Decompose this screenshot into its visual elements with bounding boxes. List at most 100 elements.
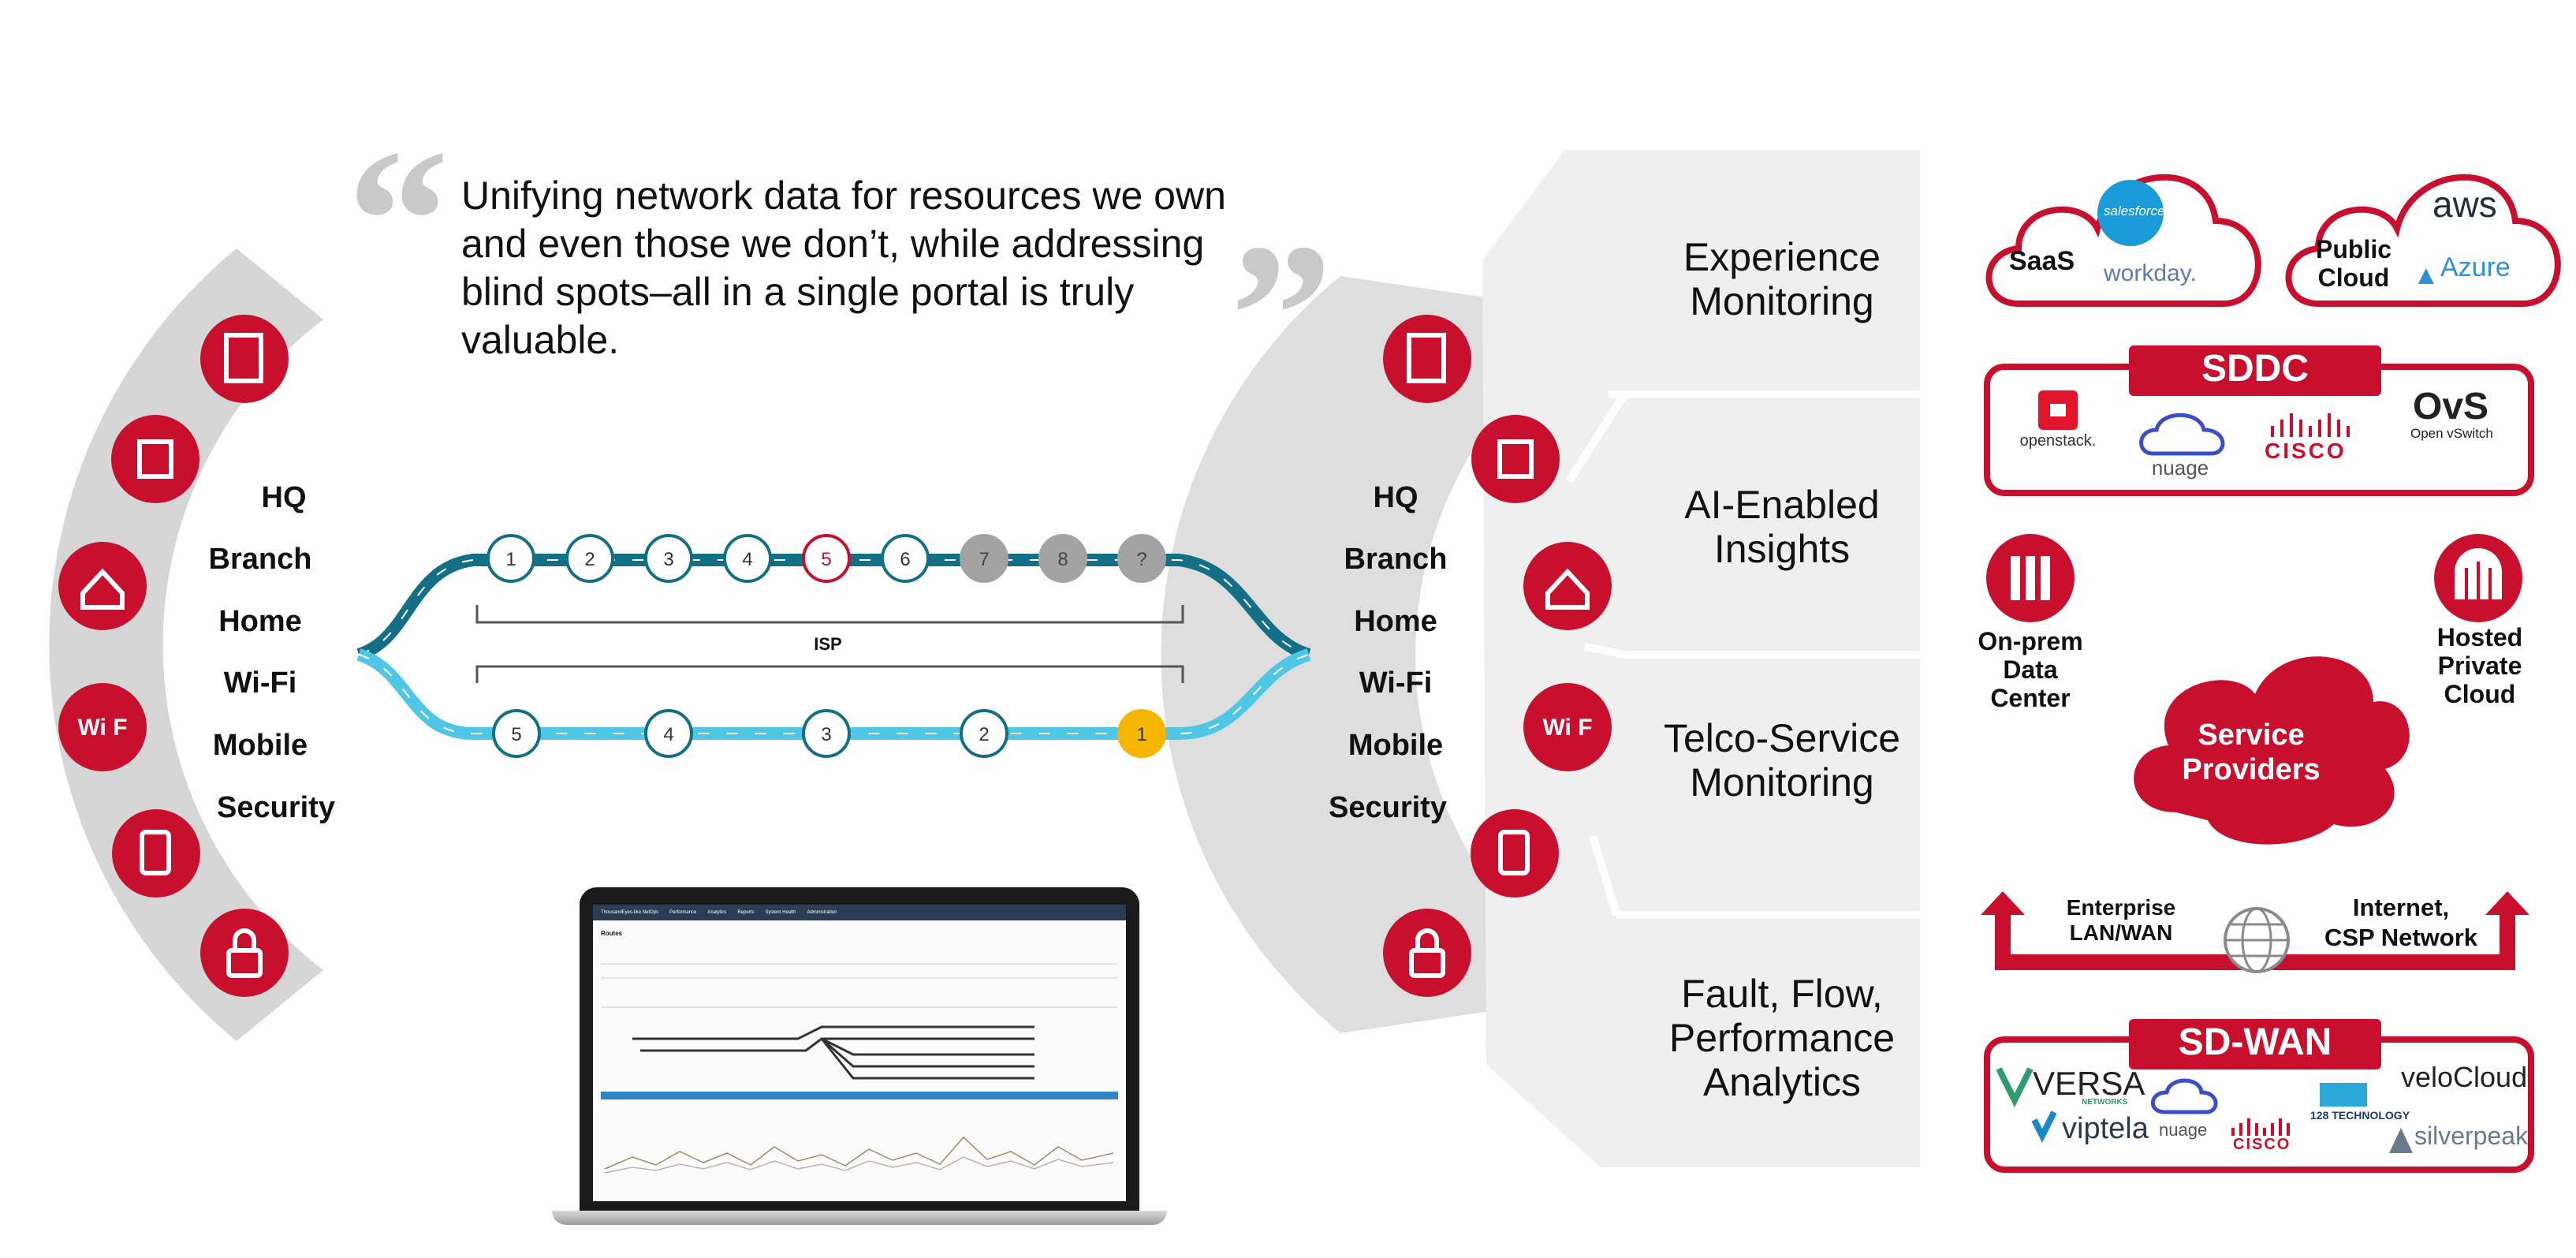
top-hop-node: 1: [486, 534, 535, 583]
internet-label: Internet, CSP Network: [2306, 893, 2496, 953]
top-hop-label: ?: [1136, 549, 1146, 570]
top-hop-label: 7: [979, 549, 989, 570]
nav-item[interactable]: Performance: [669, 910, 697, 915]
building-icon: [200, 315, 289, 403]
versa-subtext: NETWORKS: [2082, 1098, 2128, 1107]
hosted-label: Hosted Private Cloud: [2417, 623, 2543, 708]
saas-label: SaaS: [2009, 246, 2075, 276]
cap-line: AI-Enabled: [1684, 483, 1880, 527]
cap-line: Monitoring: [1690, 760, 1874, 804]
sp-line: Providers: [2182, 753, 2321, 786]
cap-line: Telco-Service: [1663, 716, 1901, 760]
salesforce-logo: [2097, 180, 2164, 246]
app-navbar: ThousandEyes-like NetOps Performance Ana…: [593, 905, 1126, 920]
top-path-dashes: [358, 559, 1310, 655]
bottom-hop-label: 1: [1136, 724, 1146, 745]
quote-line: Unifying network data for resources we o…: [461, 174, 1226, 218]
silverpeak-text: silverpeak: [2414, 1122, 2529, 1150]
capability-telco: Telco-Service Monitoring: [1624, 716, 1940, 804]
public-line: Cloud: [2317, 263, 2390, 292]
top-hop-node: ?: [1117, 534, 1166, 583]
enterprise-line: Enterprise: [2066, 895, 2176, 920]
routes-heading: Routes: [601, 930, 623, 937]
nav-item[interactable]: Administration: [807, 910, 837, 915]
internet-line: Internet,: [2352, 894, 2450, 921]
quote-line: and even those we don’t, while addressin…: [461, 222, 1205, 266]
128-tech-text: 128 TECHNOLOGY: [2310, 1109, 2410, 1122]
viptela-logo: [2031, 1111, 2057, 1143]
site-wifi: Wi-Fi: [223, 666, 297, 700]
top-hop-node: 4: [723, 534, 772, 583]
silverpeak-logo: [2389, 1128, 2413, 1153]
aws-text: aws: [2432, 184, 2497, 225]
workday-text: workday.: [2104, 260, 2197, 286]
top-hop-label: 1: [505, 549, 516, 570]
sddc-title: SDDC: [2201, 348, 2309, 390]
nuage-logo: [2139, 412, 2225, 456]
viptela-text: viptela: [2062, 1112, 2149, 1145]
wifi-icon-right: [1523, 683, 1612, 771]
open-quote-icon: “: [347, 107, 449, 334]
bottom-hop-node: 1: [1117, 709, 1166, 758]
hosted-line: Private: [2437, 651, 2522, 680]
bottom-hop-label: 2: [979, 724, 989, 745]
site-branch: Branch: [208, 543, 312, 576]
public-cloud-label: Public Cloud: [2306, 235, 2401, 292]
sdwan-title: SD-WAN: [2178, 1021, 2332, 1063]
top-hop-node: 8: [1038, 534, 1087, 583]
app-name: ThousandEyes-like NetOps: [601, 910, 659, 915]
cap-line: Monitoring: [1690, 279, 1874, 323]
site-security-right: Security: [1329, 791, 1447, 824]
top-hop-node: 7: [960, 534, 1008, 583]
azure-text: Azure: [2440, 252, 2511, 282]
sp-line: Service: [2198, 719, 2305, 752]
bottom-hop-label: 3: [821, 724, 831, 745]
quote-text: Unifying network data for resources we o…: [461, 172, 1273, 364]
cap-line: Experience: [1683, 235, 1881, 279]
mobile-icon-right: [1471, 809, 1559, 898]
top-hop-label: 4: [742, 549, 752, 570]
nuage-sdwan-logo: [2150, 1078, 2218, 1114]
site-wifi-right: Wi-Fi: [1359, 666, 1433, 700]
cap-line: Performance: [1668, 1016, 1896, 1060]
site-branch-right: Branch: [1344, 543, 1448, 576]
bottom-hop-label: 4: [663, 724, 673, 745]
site-hq-right: HQ: [1373, 481, 1418, 514]
nav-item[interactable]: System Health: [765, 910, 796, 915]
bottom-hop-node: 3: [802, 709, 851, 758]
site-home: Home: [218, 605, 302, 638]
capability-dividers: [1565, 390, 1920, 919]
mobile-icon: [112, 809, 200, 898]
onprem-line: On-prem: [1978, 627, 2083, 655]
nav-item[interactable]: Reports: [737, 910, 755, 915]
onprem-line: Data: [2003, 655, 2058, 684]
internet-line: CSP Network: [2324, 924, 2478, 951]
laptop: ThousandEyes-like NetOps Performance Ana…: [552, 887, 1167, 1234]
enterprise-line: LAN/WAN: [2069, 920, 2173, 945]
sdwan-title-bar: [2129, 1019, 2381, 1069]
branch-building-icon-right: [1471, 415, 1560, 503]
cisco-sdwan-logo: [2231, 1118, 2290, 1136]
top-hop-label: 2: [584, 549, 595, 570]
top-hop-node: 6: [881, 534, 930, 583]
quote-line: valuable.: [461, 318, 620, 362]
nav-item[interactable]: Analytics: [707, 910, 727, 915]
cap-line: Fault, Flow,: [1681, 972, 1883, 1016]
capability-ai: AI-Enabled Insights: [1624, 483, 1940, 571]
hosted-line: Hosted: [2436, 623, 2523, 651]
site-mobile: Mobile: [212, 729, 308, 762]
capability-fault: Fault, Flow, Performance Analytics: [1624, 972, 1940, 1104]
salesforce-text: salesforce: [2104, 203, 2165, 218]
ovs-subtext: Open vSwitch: [2410, 426, 2493, 441]
quote-line: blind spots–all in a single portal is tr…: [461, 270, 1135, 314]
top-hop-label: 5: [821, 549, 831, 570]
top-hop-label: 3: [663, 549, 673, 570]
isp-bracket-bottom: [475, 665, 1184, 683]
site-home-right: Home: [1354, 605, 1437, 638]
capability-experience: Experience Monitoring: [1624, 235, 1940, 323]
isp-label: ISP: [814, 634, 842, 654]
